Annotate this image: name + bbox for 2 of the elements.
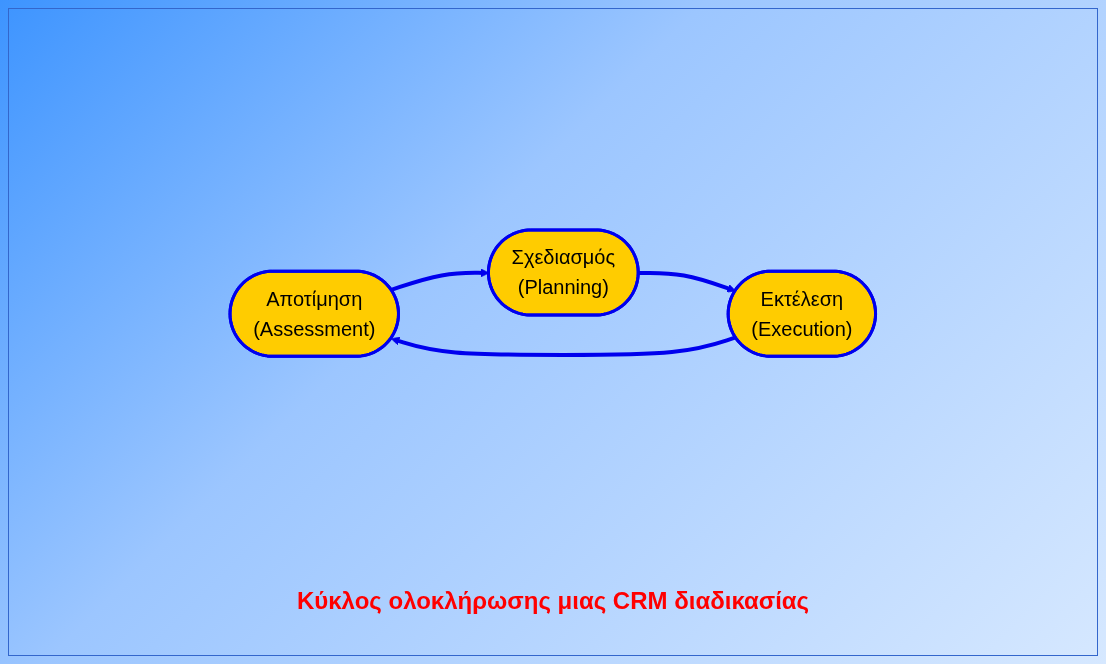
arrow <box>391 335 737 357</box>
caption: Κύκλος ολοκλήρωσης μιας CRM διαδικασίας <box>296 587 810 615</box>
